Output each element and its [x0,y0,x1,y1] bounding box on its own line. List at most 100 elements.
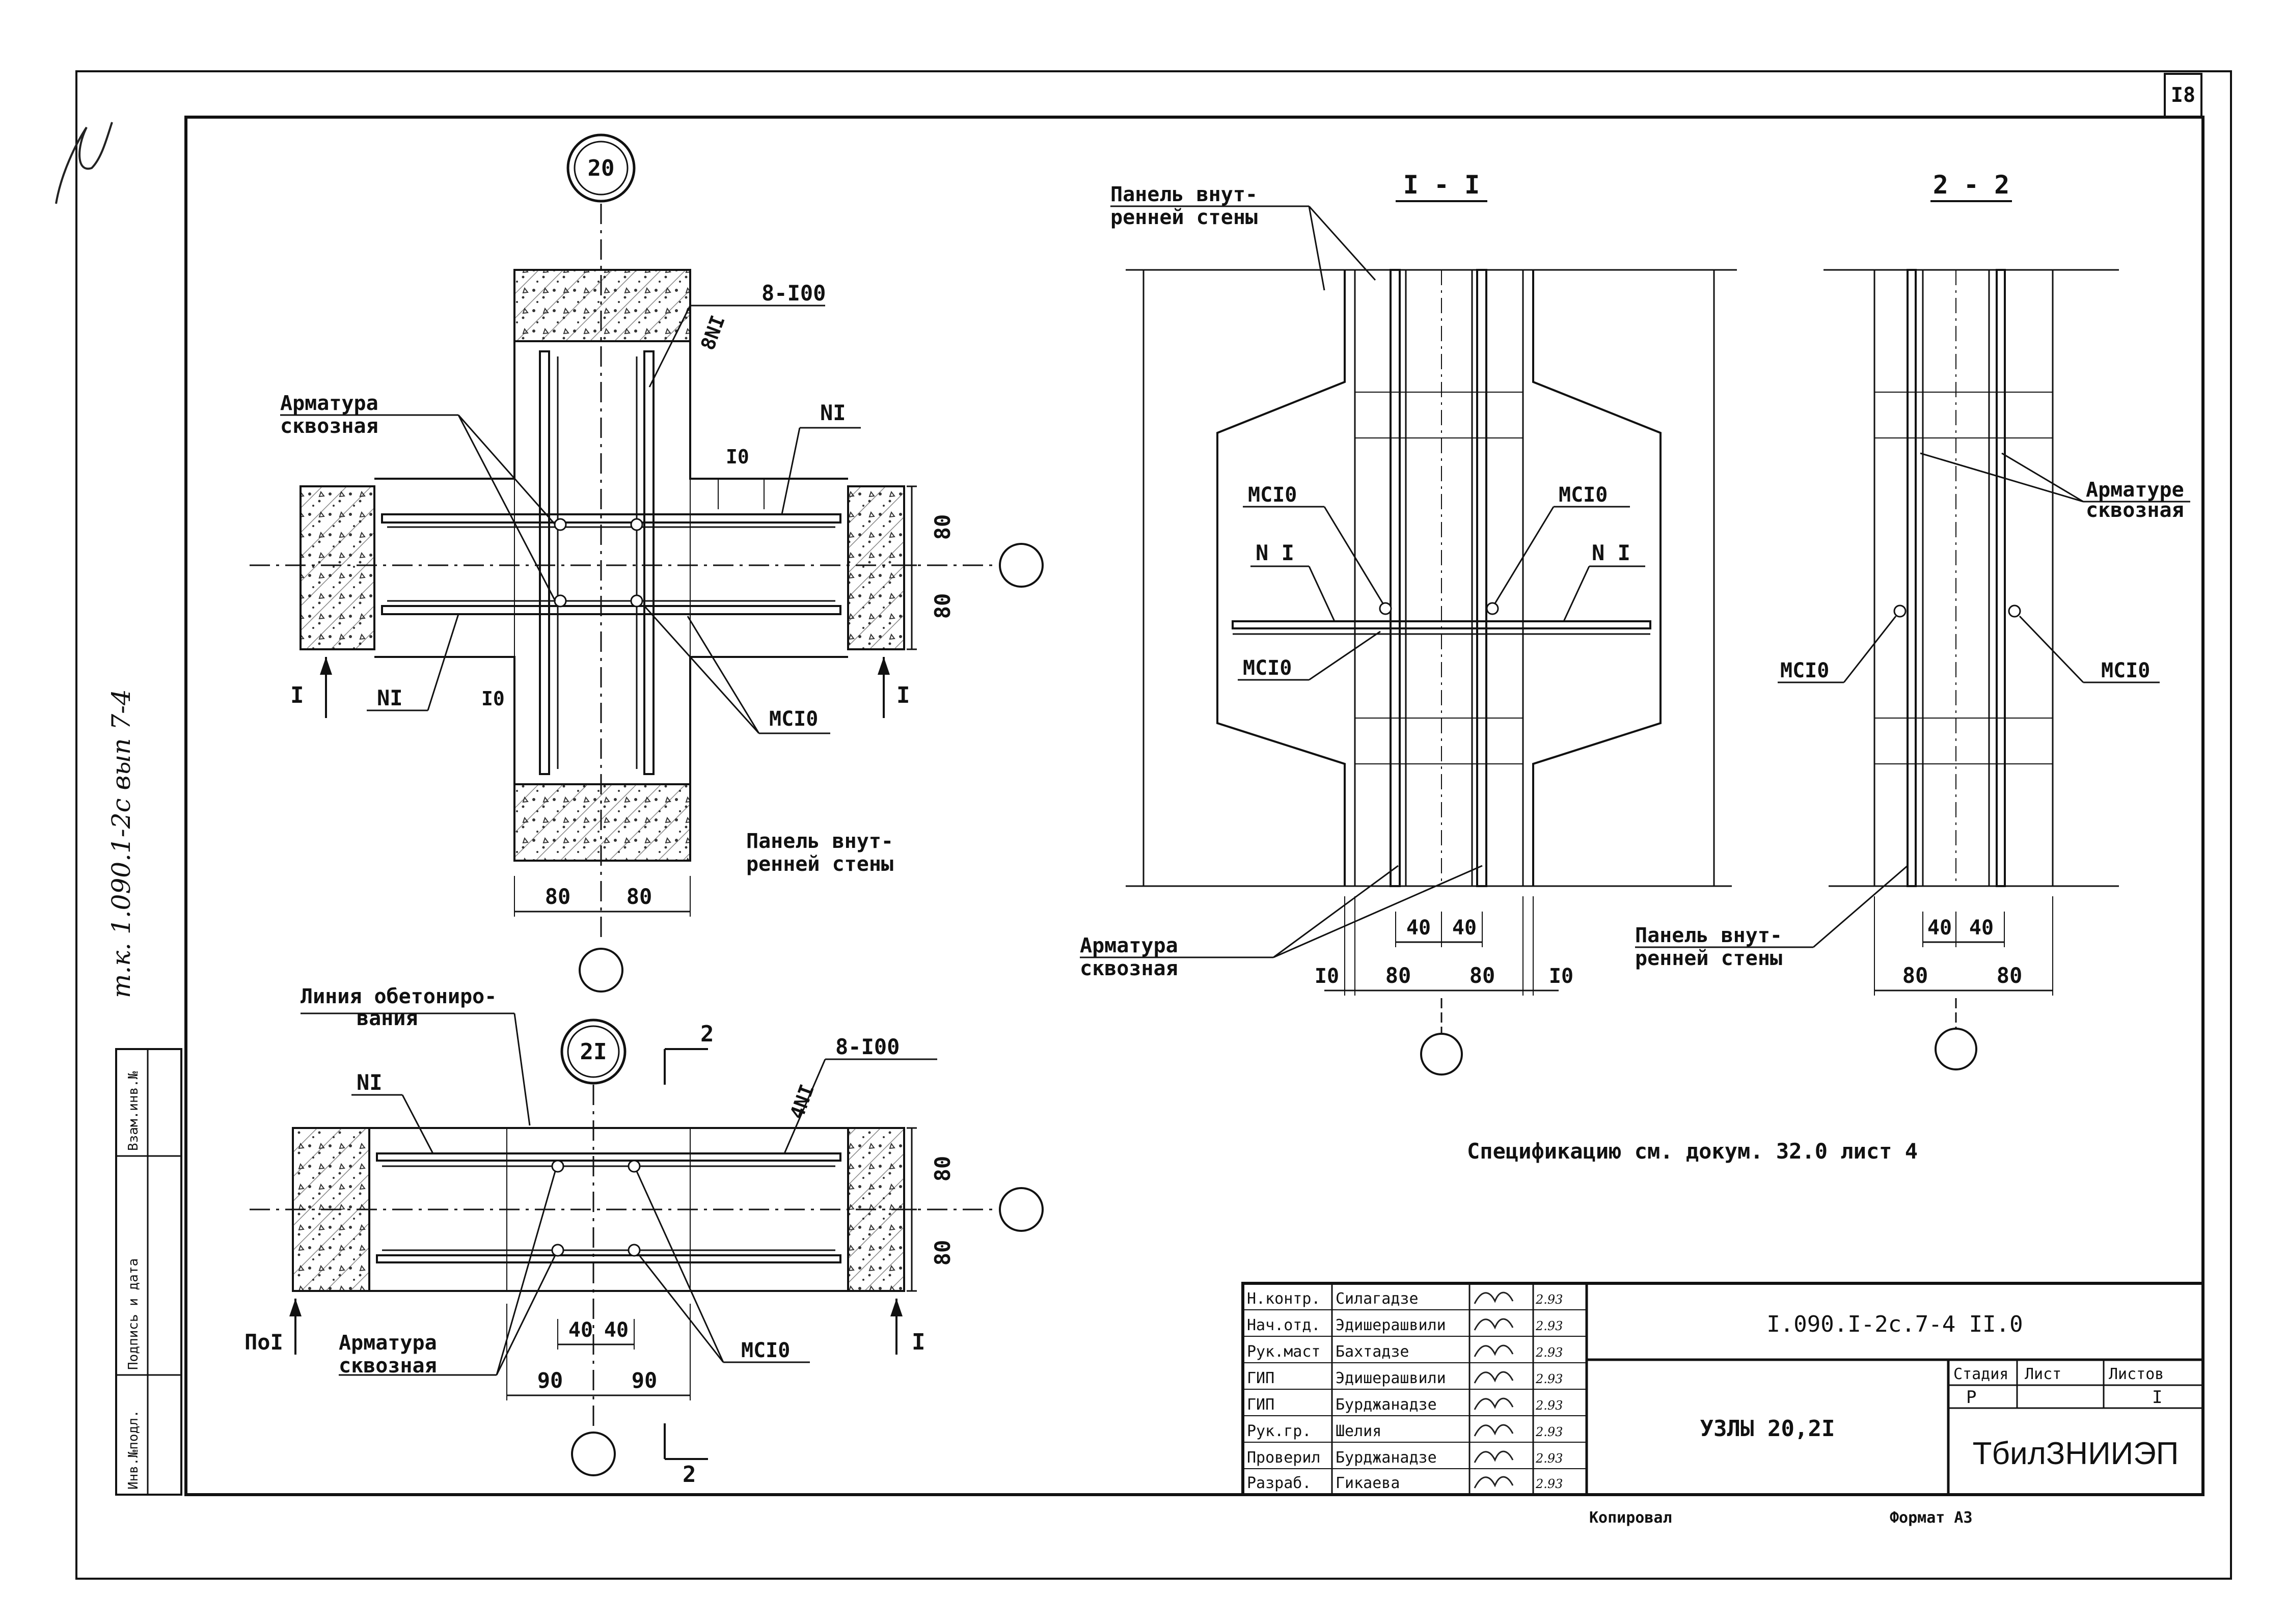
node-20-marker [566,133,636,203]
sec11-ni-l: N I [1256,540,1294,565]
node21-spacing: 8-I00 [835,1034,900,1059]
sec11-title: I - I [1403,170,1480,200]
title-block: Н.контр. Силагадзе 2.93 Нач.отд. Эдишера… [1241,1282,2205,1496]
tb-col-stage: Стадия [1953,1365,2008,1383]
node20-count: 8NI [696,313,729,353]
node21-arm-2: сквозная [339,1354,437,1378]
sec11-panel-2: ренней стены [1110,206,1258,229]
tb-name-7: Гикаева [1336,1474,1400,1492]
node-21-marker [560,1019,627,1085]
tb-name-6: Бурджанадзе [1336,1449,1437,1467]
node-21: 2I Линия обетониро- вания NI 8-I00 [244,985,1044,1488]
tb-name-0: Силагадзе [1336,1290,1419,1308]
tb-name-5: Шелия [1336,1422,1381,1440]
node20-panel-1: Панель внут- [746,830,893,853]
sec22-dim80-b: 80 [1997,963,2023,988]
node20-msc10: МСI0 [769,707,818,731]
left-stamp: Инв.№подл. Подпись и дата Взам.инв.№ [115,1048,182,1496]
node-21-number: 2I [580,1039,607,1065]
tb-date-3: 2.93 [1535,1372,1563,1386]
node21-arm-1: Арматура [339,1331,437,1355]
tb-role-6: Проверил [1247,1449,1321,1467]
outer-frame [75,70,2232,1580]
tb-role-0: Н.контр. [1247,1290,1321,1308]
node21-section2-top: 2 [700,1021,714,1047]
node21-count: 4NI [785,1082,819,1122]
node21-section-left: ПоI [244,1330,283,1355]
sheet-number-box [2164,73,2202,118]
stamp-replace-label: Взам.инв.№ [126,1071,141,1151]
footer-copied: Копировал [1589,1509,1672,1527]
sec11-dim80-a: 80 [1385,963,1411,988]
node20-dim80-a: 80 [930,514,955,540]
sec11-msc10-low: МСI0 [1243,656,1292,680]
sheet-number: I8 [2171,84,2195,107]
node-20-number: 20 [588,155,615,181]
inner-frame [184,116,2205,1496]
node20-dim80-c: 80 [545,884,571,909]
node20-dim10-top: I0 [726,446,749,468]
node20-dim80-d: 80 [627,884,652,909]
node20-dim80-b: 80 [930,593,955,619]
footer-format: Формат А3 [1890,1509,1973,1527]
node20-spacing: 8-I00 [761,281,826,306]
tb-org: ТбилЗНИИЭП [1973,1436,2179,1471]
tb-date-2: 2.93 [1535,1345,1563,1360]
sec22-title: 2 - 2 [1933,170,2010,200]
sec22-panel-1: Панель внут- [1635,924,1782,947]
tb-date-4: 2.93 [1535,1398,1563,1413]
tb-date-6: 2.93 [1535,1451,1563,1466]
sec11-msc10-l: МСI0 [1248,483,1297,507]
tb-date-0: 2.93 [1535,1292,1563,1307]
node21-line-2: вания [357,1007,418,1030]
sec11-panel-1: Панель внут- [1110,183,1258,206]
sec22-dim40-b: 40 [1969,916,1994,940]
node-20: 20 [250,133,1044,993]
sec22-arm-1: Арматуре [2086,478,2184,502]
sec11-arm-2: сквозная [1080,957,1178,980]
node21-dim90-b: 90 [632,1368,658,1393]
node20-panel-2: ренней стены [746,852,893,876]
sec11-msc10-r: МСI0 [1559,483,1608,507]
sec22-dim80-a: 80 [1902,963,1928,988]
stamp-inv-label: Инв.№подл. [126,1410,141,1490]
section-1-1: I - I Панель внут- ренней стены МСI0 [1080,170,1737,1076]
node21-dim40-a: 40 [568,1318,593,1342]
node21-ni: NI [357,1070,383,1095]
tb-sheets: I [2152,1387,2162,1408]
node20-arm-2: сквозная [280,415,378,438]
signature-mark [55,122,113,204]
sec11-arm-1: Арматура [1080,934,1178,957]
tb-date-7: 2.93 [1535,1477,1563,1491]
node20-section-right: I [896,682,910,708]
tb-doc-code: I.090.I-2с.7-4 II.0 [1766,1311,2023,1337]
node21-line-1: Линия обетониро- [301,985,497,1008]
sec22-msc10-r: МСI0 [2101,659,2150,682]
tb-role-5: Рук.гр. [1247,1422,1311,1440]
tb-col-sheet: Лист [2025,1365,2061,1383]
tb-role-7: Разраб. [1247,1474,1311,1492]
node20-section-left: I [290,682,304,708]
spec-note: Спецификацию см. докум. 32.0 лист 4 [1467,1139,1918,1164]
section-2-2: 2 - 2 Арматуре сквозная МСI0 МСI0 Панель… [1635,170,2190,1070]
node21-section2-bottom: 2 [683,1462,696,1488]
sec22-msc10-l: МСI0 [1780,659,1829,682]
tb-role-1: Нач.отд. [1247,1316,1321,1334]
tb-role-2: Рук.маст [1247,1343,1321,1361]
tb-title: УЗЛЫ 20,2I [1700,1416,1835,1442]
node20-ni-top: NI [820,400,846,425]
tb-name-2: Бахтадзе [1336,1343,1409,1361]
sec11-dim80-b: 80 [1469,963,1495,988]
sec22-panel-2: ренней стены [1635,947,1782,970]
tb-stage: Р [1966,1387,1976,1408]
tb-name-3: Эдишерашвили [1336,1369,1446,1387]
tb-name-1: Эдишерашвили [1336,1316,1446,1334]
node20-dim10-bottom: I0 [481,687,505,710]
node21-dim80-b: 80 [930,1240,955,1266]
tb-role-3: ГИП [1247,1369,1274,1387]
sec11-dim10-l: I0 [1315,965,1339,988]
tb-col-sheets: Листов [2109,1365,2164,1383]
node21-dim90-a: 90 [537,1368,563,1393]
node20-ni-bottom: NI [377,685,403,710]
